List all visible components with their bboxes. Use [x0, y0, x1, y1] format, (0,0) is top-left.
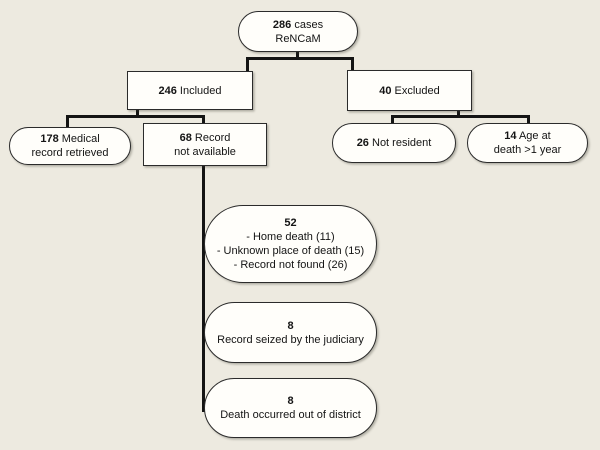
- connector-drop-medical: [66, 115, 69, 128]
- node-total-cases: 286 cases ReNCaM: [238, 11, 358, 52]
- out-district-label: Death occurred out of district: [220, 409, 361, 421]
- node-included: 246 Included: [127, 71, 253, 110]
- connector-drop-not-resident: [391, 115, 394, 125]
- node-record-not-available: 68 Record not available: [143, 123, 267, 166]
- breakdown-item-home-death: - Home death (11): [246, 231, 335, 243]
- node-line: 40 Excluded: [379, 84, 440, 98]
- node-breakdown-52: 52 - Home death (11) - Unknown place of …: [204, 205, 377, 283]
- node-death-out-of-district: 8 Death occurred out of district: [204, 378, 377, 438]
- node-line: 178 Medical: [40, 132, 99, 146]
- node-line: not available: [174, 145, 236, 158]
- connector-included-stub: [136, 110, 139, 117]
- connector-included-branch: [66, 115, 205, 118]
- medical-count: 178: [40, 133, 59, 145]
- total-cases-label: cases: [294, 18, 324, 31]
- node-excluded: 40 Excluded: [347, 70, 472, 111]
- not-resident-label: Not resident: [372, 137, 432, 149]
- included-label: Included: [179, 84, 222, 97]
- node-line: 286 cases: [273, 18, 323, 32]
- node-line: record retrieved: [31, 147, 109, 159]
- out-district-count: 8: [287, 395, 294, 407]
- record-na-label: Record: [194, 131, 231, 144]
- breakdown-item-unknown-place: - Unknown place of death (15): [216, 245, 365, 257]
- record-na-count: 68: [179, 131, 192, 144]
- node-line: ReNCaM: [275, 32, 321, 45]
- connector-total-stub: [296, 52, 299, 59]
- node-line: death >1 year: [493, 144, 562, 156]
- node-line: 14 Age at: [504, 129, 551, 143]
- excluded-count: 40: [379, 84, 392, 97]
- connector-drop-record-na: [202, 115, 205, 125]
- age-count: 14: [504, 130, 517, 142]
- age-label: Age at: [518, 130, 551, 142]
- node-medical-record-retrieved: 178 Medical record retrieved: [9, 127, 131, 165]
- connector-excluded-stub: [457, 111, 460, 117]
- connector-drop-included: [246, 57, 249, 72]
- medical-label: Medical: [61, 133, 100, 145]
- node-not-resident: 26 Not resident: [332, 123, 456, 163]
- total-cases-count: 286: [272, 18, 292, 31]
- excluded-label: Excluded: [394, 84, 440, 97]
- connector-excluded-branch: [391, 115, 530, 118]
- node-age-at-death: 14 Age at death >1 year: [467, 123, 588, 163]
- connector-total-branch: [246, 57, 354, 60]
- node-line: 246 Included: [158, 84, 221, 98]
- seized-count: 8: [287, 319, 294, 332]
- connector-record-na-trunk: [202, 166, 205, 412]
- node-line: 26 Not resident: [357, 136, 432, 150]
- breakdown-item-record-not-found: - Record not found (26): [233, 259, 348, 271]
- breakdown-count: 52: [284, 217, 297, 229]
- connector-drop-age: [527, 115, 530, 125]
- node-record-seized: 8 Record seized by the judiciary: [204, 302, 377, 363]
- node-line: 68 Record: [180, 131, 231, 145]
- not-resident-count: 26: [356, 137, 369, 149]
- seized-label: Record seized by the judiciary: [217, 333, 364, 346]
- connector-drop-excluded: [351, 57, 354, 72]
- included-count: 246: [158, 84, 177, 97]
